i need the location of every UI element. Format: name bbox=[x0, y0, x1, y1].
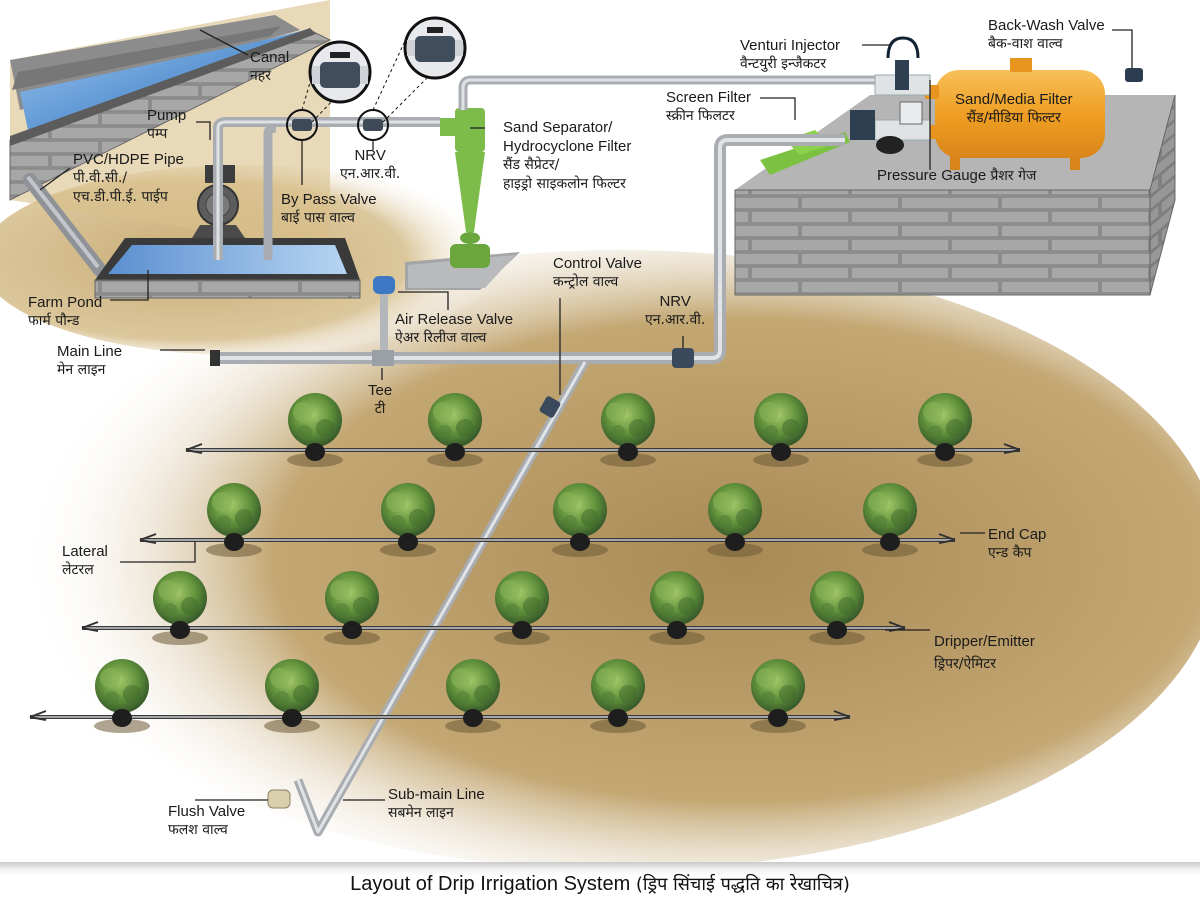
leader-lines bbox=[39, 29, 1133, 801]
label-dripper-emitter: Dripper/Emitter ड्रिपर/ऐमिटर bbox=[934, 633, 1035, 672]
label-sub-main-line: Sub-main Line सबमेन लाइन bbox=[388, 786, 485, 821]
label-nrv-top: NRV एन.आर.वी. bbox=[340, 147, 401, 182]
label-main-line: Main Line मेन लाइन bbox=[57, 343, 123, 378]
label-air-release-valve: Air Release Valve ऐअर रिलीज वाल्व bbox=[395, 311, 514, 346]
caption-bar bbox=[0, 862, 1200, 900]
back-wash-valve bbox=[1125, 68, 1143, 82]
venturi-injector bbox=[874, 36, 931, 141]
nrv-valve-zoom bbox=[403, 16, 467, 80]
label-bypass-valve: By Pass Valve बाई पास वाल्व bbox=[281, 191, 377, 226]
farm-pond bbox=[94, 238, 361, 299]
laterals bbox=[29, 443, 1021, 721]
diagram-caption: Layout of Drip Irrigation System (ड्रिप … bbox=[350, 873, 850, 895]
label-pump: Pump पम्प bbox=[147, 107, 187, 142]
sand-media-filter bbox=[925, 58, 1105, 170]
label-farm-pond: Farm Pond फार्म पौन्ड bbox=[28, 294, 103, 329]
label-flush-valve: Flush Valve फलश वाल्व bbox=[168, 803, 246, 838]
label-screen-filter: Screen Filter स्क्रीन फिलटर bbox=[666, 89, 752, 124]
main-line-end bbox=[210, 350, 220, 366]
label-venturi-injector: Venturi Injector वैन्टयुरी इन्जैकटर bbox=[740, 37, 841, 72]
label-nrv-main: NRV एन.आर.वी. bbox=[645, 293, 706, 328]
label-back-wash-valve: Back-Wash Valve बैक-वाश वाल्व bbox=[988, 17, 1105, 52]
bypass-valve-zoom bbox=[308, 40, 372, 104]
label-pressure-gauge: Pressure Gauge प्रैशर गेज bbox=[877, 167, 1037, 184]
tee-fitting bbox=[372, 350, 394, 366]
label-pvc-hdpe-pipe: PVC/HDPE Pipe पी.वी.सी./ एच.डी.पी.ई. पाई… bbox=[73, 151, 184, 205]
nrv-main-valve bbox=[672, 348, 694, 368]
label-canal: Canal नहर bbox=[250, 49, 290, 84]
label-sand-media-filter: Sand/Media Filter सैंड/मीडिया फिल्टर bbox=[955, 91, 1073, 126]
label-lateral: Lateral लेटरल bbox=[62, 543, 108, 578]
label-tee: Tee टी bbox=[368, 382, 393, 417]
flush-valve bbox=[267, 789, 291, 809]
label-end-cap: End Cap एन्ड कैप bbox=[988, 526, 1047, 561]
label-control-valve: Control Valve कन्ट्रोल वाल्व bbox=[553, 255, 642, 290]
label-sand-separator: Sand Separator/ Hydrocyclone Filter सैंड… bbox=[503, 119, 632, 192]
air-release-valve bbox=[373, 276, 395, 294]
hydrocyclone-filter bbox=[405, 108, 520, 290]
control-valve bbox=[539, 396, 561, 418]
canal bbox=[9, 15, 332, 201]
